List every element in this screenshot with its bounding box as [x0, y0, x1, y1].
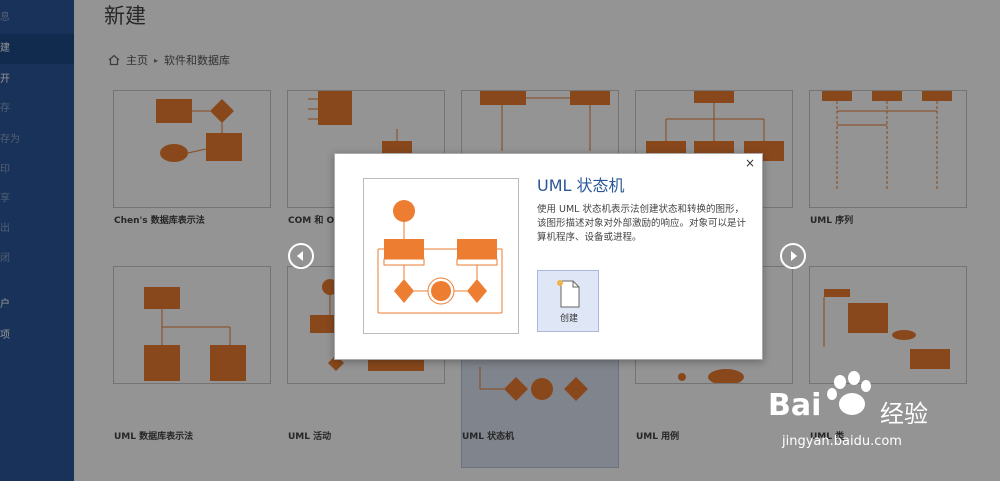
watermark-url: jingyan.baidu.com: [782, 434, 902, 449]
home-icon[interactable]: [108, 54, 120, 66]
template-tile-uml-sequence[interactable]: [809, 90, 967, 208]
chen-thumbnail: [156, 99, 242, 162]
new-document-icon: [557, 280, 580, 308]
template-label-chen: Chen's 数据库表示法: [114, 216, 205, 226]
template-label-uml-activity: UML 活动: [288, 432, 332, 442]
uml-state-machine-preview: [377, 200, 503, 314]
breadcrumb-current: 软件和数据库: [164, 54, 231, 67]
template-preview-image: [363, 178, 519, 334]
dialog-description: 使用 UML 状态机表示法创建状态和转换的图形，该图形描述对象对外部激励的响应。…: [537, 204, 747, 243]
uml-state-machine-thumbnail: [479, 367, 588, 401]
chevron-right-icon: [791, 251, 797, 261]
paw-icon: [827, 371, 871, 415]
uml-use-case-thumbnail: [678, 369, 744, 383]
baidu-jingyan-watermark: Bai 经验 jingyan.baidu.com: [768, 368, 948, 468]
sidebar-item-account[interactable]: 户: [0, 299, 10, 310]
sidebar-item-share[interactable]: 享: [0, 193, 10, 204]
sidebar-item-options[interactable]: 项: [0, 330, 10, 341]
template-label-uml-use-case: UML 用例: [636, 432, 680, 442]
watermark-brand: Bai: [768, 388, 822, 423]
sidebar-item-print[interactable]: 印: [0, 164, 10, 175]
sidebar-item-new[interactable]: 建: [0, 34, 74, 64]
page-title: 新建: [104, 4, 146, 28]
sidebar: 息 建 开 存 存为 印 享 出 闭 户 项: [0, 0, 74, 481]
template-tile-uml-database[interactable]: [113, 266, 271, 384]
template-label-com: COM 和 O: [288, 216, 335, 226]
create-button[interactable]: 创建: [537, 270, 599, 332]
sidebar-item-save[interactable]: 存: [0, 103, 10, 114]
sidebar-item-save-as[interactable]: 存为: [0, 134, 20, 145]
breadcrumb: 主页 ▸ 软件和数据库: [108, 52, 230, 68]
chevron-left-icon: [297, 251, 303, 261]
previous-template-button[interactable]: [288, 243, 314, 269]
breadcrumb-home[interactable]: 主页: [126, 54, 148, 67]
watermark-brand-suffix: 经验: [880, 400, 928, 428]
uml-database-thumbnail: [144, 287, 246, 381]
template-label-uml-database: UML 数据库表示法: [114, 432, 194, 442]
template-label-uml-state-machine: UML 状态机: [462, 432, 515, 442]
create-button-label: 创建: [559, 314, 578, 324]
dialog-title: UML 状态机: [537, 176, 625, 195]
uml-sequence-thumbnail: [822, 91, 952, 191]
sidebar-item-info[interactable]: 息: [0, 12, 10, 23]
template-label-uml-sequence: UML 序列: [810, 216, 854, 226]
next-template-button[interactable]: [780, 243, 806, 269]
sidebar-item-close[interactable]: 闭: [0, 253, 10, 264]
tile3-thumbnail: [480, 91, 610, 151]
sidebar-item-export[interactable]: 出: [0, 223, 10, 234]
breadcrumb-separator: ▸: [154, 55, 159, 65]
template-tile-chen[interactable]: [113, 90, 271, 208]
uml-class-thumbnail: [823, 289, 950, 369]
close-button[interactable]: ×: [744, 156, 755, 170]
template-tile-uml-class[interactable]: [809, 266, 967, 384]
template-preview-dialog: × UML 状态机 使用 UML 状态机表示法创建状态和转换的图形，该图形描述对: [334, 153, 763, 360]
sidebar-item-open[interactable]: 开: [0, 74, 10, 85]
template-label-uml-class: UML 类: [810, 432, 845, 442]
